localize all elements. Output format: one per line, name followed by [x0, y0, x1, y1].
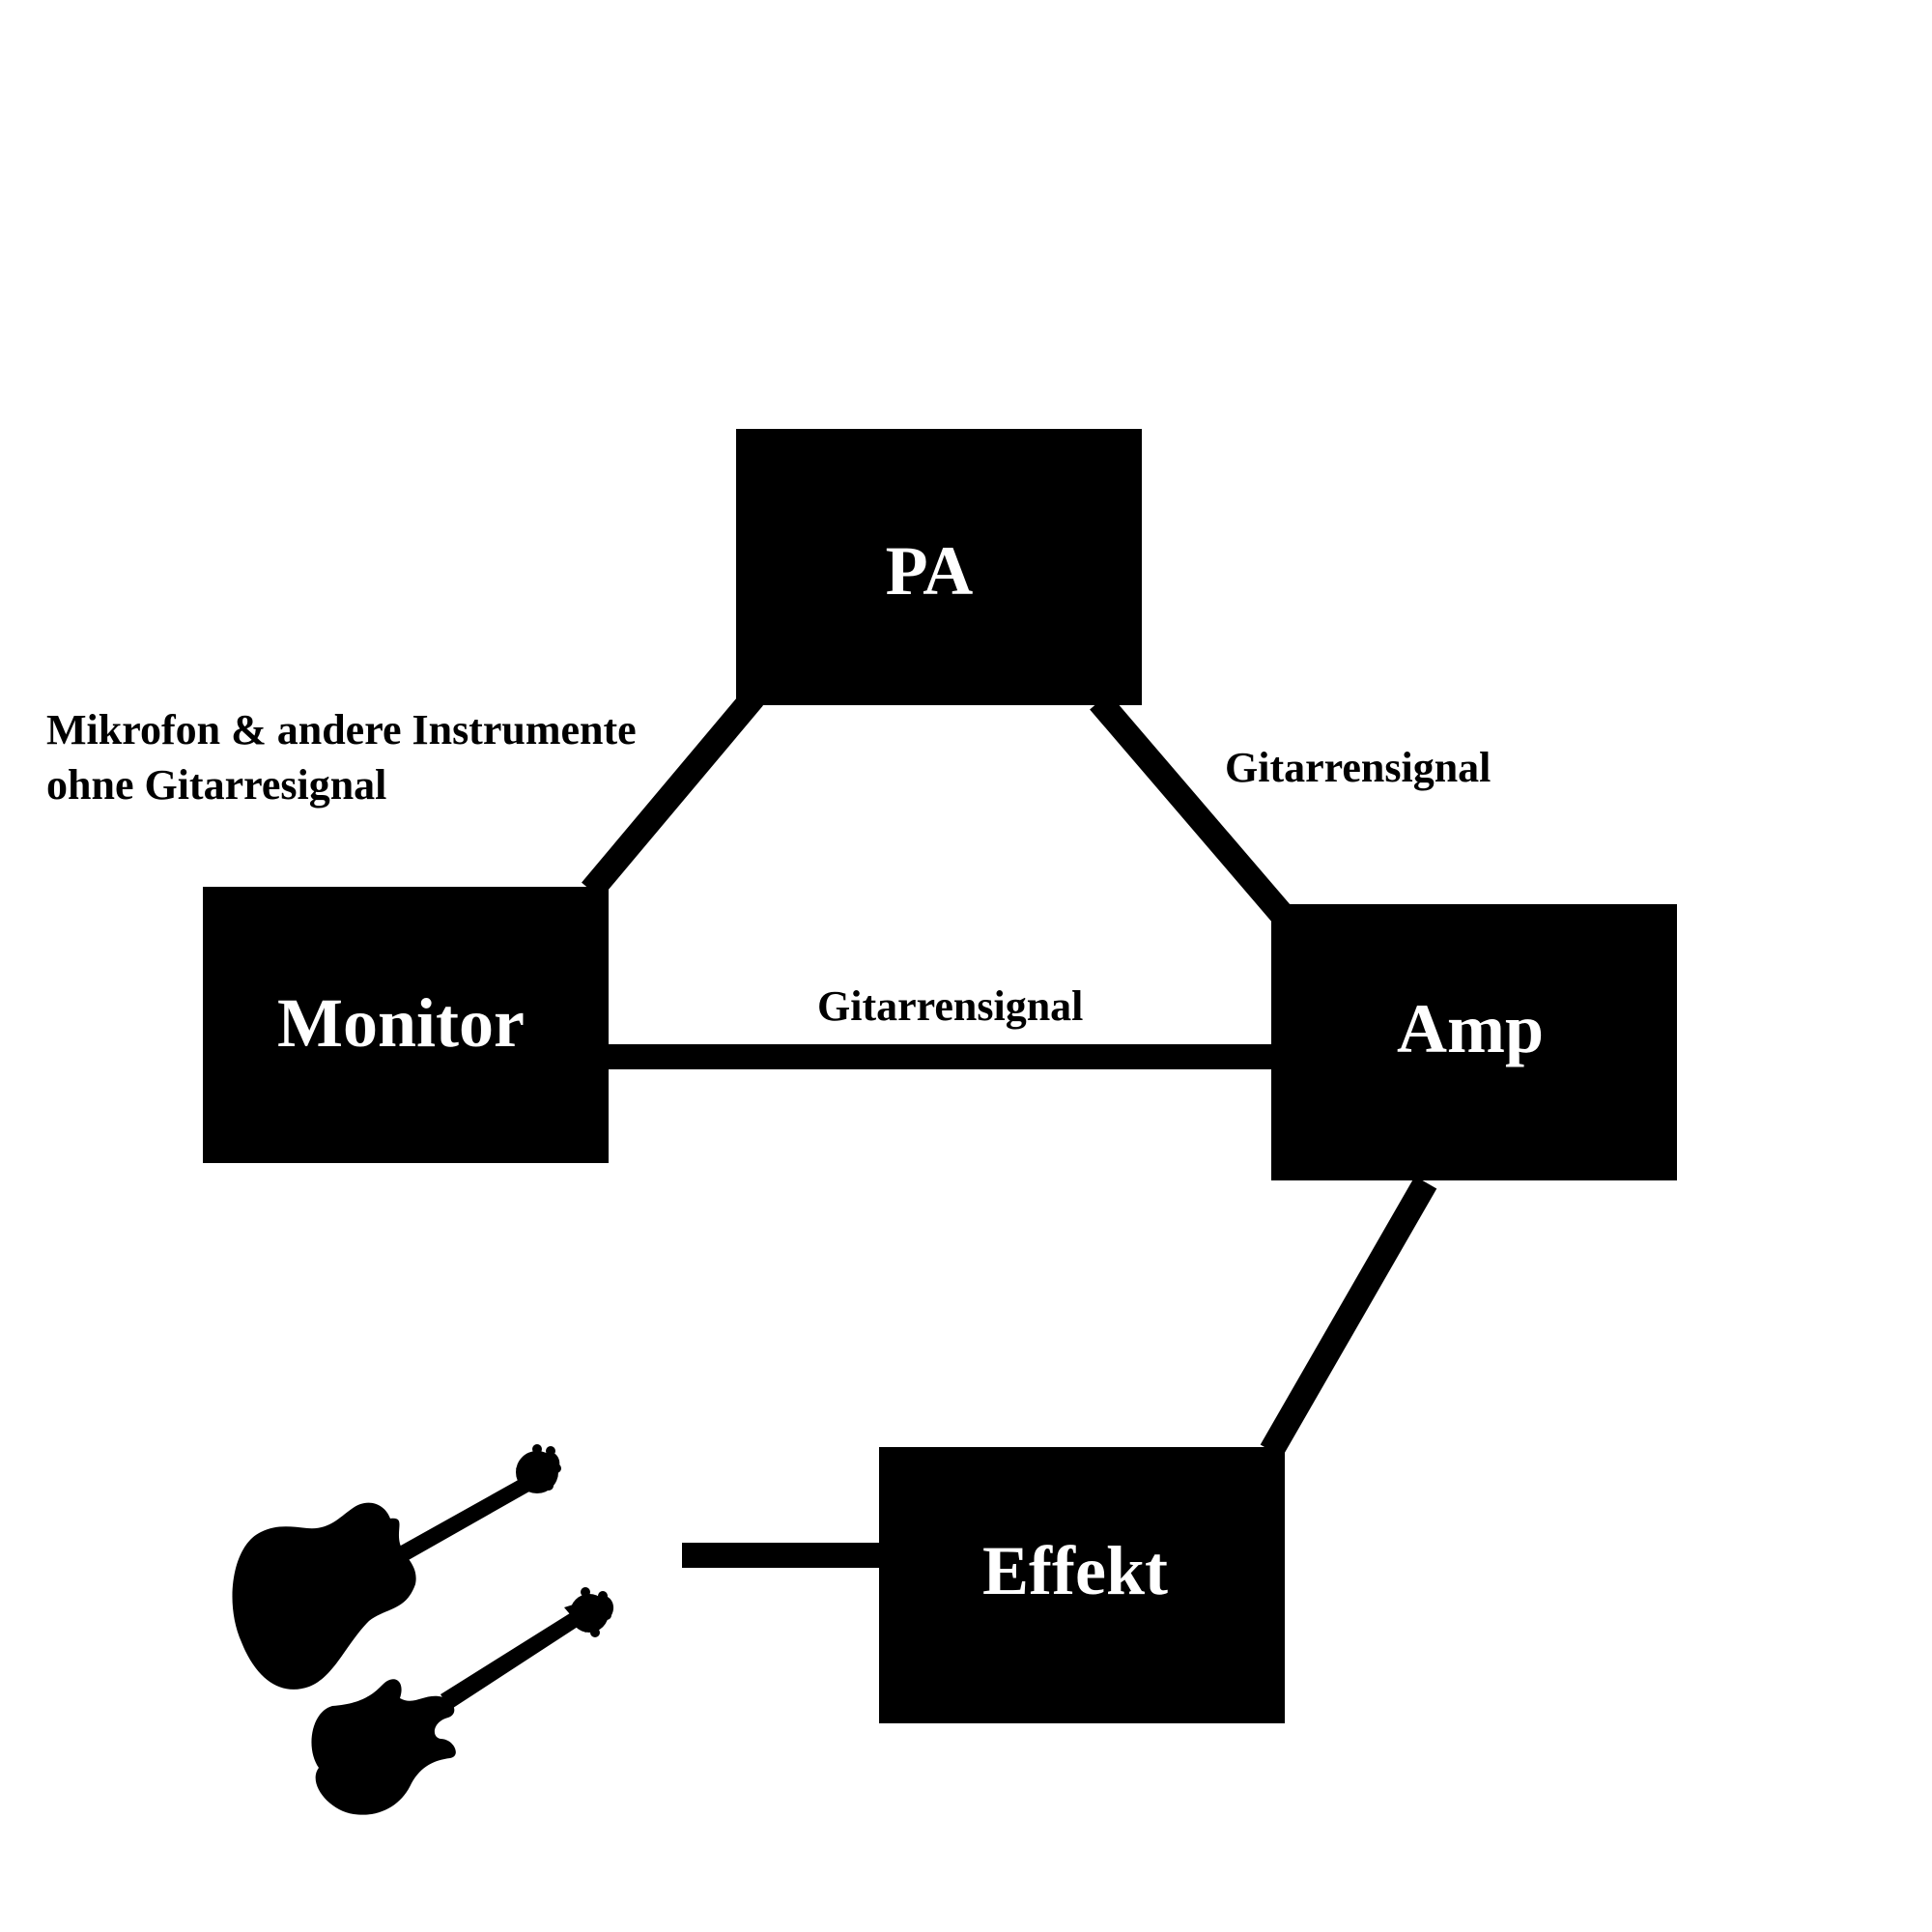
- guitar-icon: [232, 1444, 614, 1815]
- node-monitor-box: [203, 887, 609, 1163]
- node-monitor: Monitor: [203, 887, 609, 1163]
- edge-label-monitor-amp: Gitarrensignal: [817, 982, 1083, 1030]
- electric-guitar-icon: [311, 1587, 614, 1815]
- node-pa-label: PA: [886, 532, 974, 610]
- edge-monitor-pa: [582, 689, 763, 899]
- acoustic-guitar-icon: [232, 1444, 561, 1690]
- edge-label-monitor-pa-line2: ohne Gitarresignal: [46, 761, 386, 809]
- node-effekt-label: Effekt: [982, 1532, 1168, 1609]
- edge-amp-effekt: [1260, 1176, 1437, 1458]
- node-effekt: Effekt: [879, 1447, 1285, 1723]
- edge-pa-amp: [1090, 693, 1294, 926]
- node-amp-box: [1271, 904, 1677, 1180]
- node-effekt-box: [879, 1447, 1285, 1723]
- edge-label-monitor-pa-line1: Mikrofon & andere Instrumente: [46, 706, 637, 753]
- node-amp: Amp: [1271, 904, 1677, 1180]
- node-monitor-label: Monitor: [277, 984, 525, 1062]
- node-pa: PA: [736, 429, 1142, 705]
- node-pa-box: [736, 429, 1142, 705]
- node-amp-label: Amp: [1397, 990, 1544, 1067]
- edge-label-pa-amp: Gitarrensignal: [1225, 744, 1491, 791]
